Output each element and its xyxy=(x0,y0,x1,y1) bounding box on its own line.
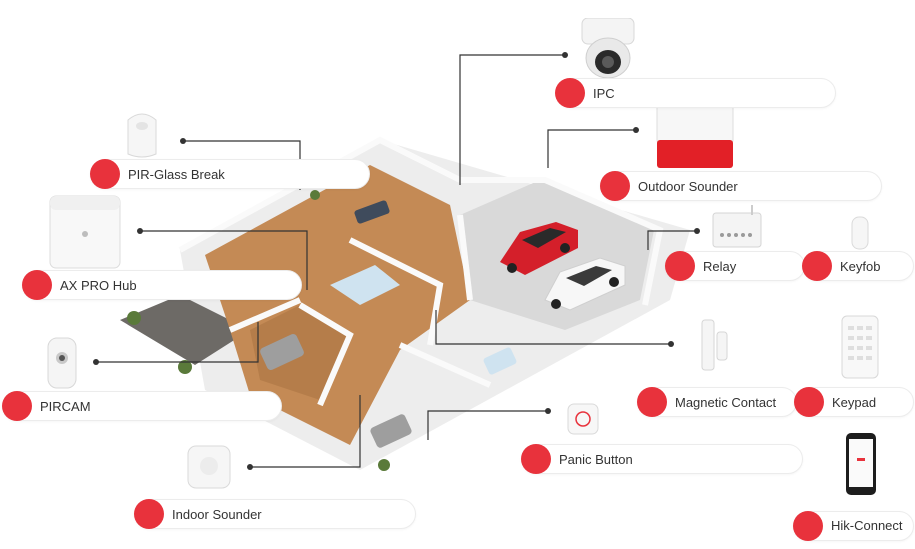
outdoor-sounder-label: Outdoor Sounder xyxy=(638,179,738,194)
plant-2 xyxy=(178,360,192,374)
relay-device xyxy=(712,205,762,248)
outdoor-sounder-marker-dot xyxy=(600,171,630,201)
bath-tub xyxy=(330,265,400,305)
sofa xyxy=(354,200,390,224)
pir-glass-break-marker-dot xyxy=(90,159,120,189)
walls xyxy=(178,136,664,407)
dome-camera-device xyxy=(581,18,635,79)
connector-dots xyxy=(93,52,700,470)
indoor-sounder-label: Indoor Sounder xyxy=(172,507,262,522)
magnetic-contact-marker-dot xyxy=(637,387,667,417)
ipc-marker-dot xyxy=(555,78,585,108)
smartphone-device xyxy=(846,433,876,495)
bed-2 xyxy=(370,414,412,448)
ax-pro-hub-label: AX PRO Hub xyxy=(60,278,137,293)
indoor-sounder-device xyxy=(187,445,231,489)
panic-button-marker-dot xyxy=(521,444,551,474)
pir-glass-break-label: PIR-Glass Break xyxy=(128,167,225,182)
pir-glass-break-label-pill xyxy=(90,159,370,189)
relay-label: Relay xyxy=(703,259,737,274)
patio xyxy=(120,295,250,365)
pircam-label-pill xyxy=(2,391,282,421)
plant-4 xyxy=(310,190,320,200)
plant-1 xyxy=(127,311,141,325)
keypad-marker-dot xyxy=(794,387,824,417)
bed-3 xyxy=(483,347,517,375)
magnetic-contact-label: Magnetic Contact xyxy=(675,395,777,410)
outdoor-sounder-label-pill xyxy=(600,171,882,201)
panic-button-label: Panic Button xyxy=(559,452,633,467)
ipc-label: IPC xyxy=(593,86,615,101)
pircam-marker-dot xyxy=(2,391,32,421)
keyfob-marker-dot xyxy=(802,251,832,281)
ax-pro-hub-label-pill xyxy=(22,270,302,300)
ipc-label-pill xyxy=(556,78,836,108)
ax-pro-hub-marker-dot xyxy=(22,270,52,300)
pircam-label: PIRCAM xyxy=(40,399,91,414)
ax-pro-hub-device xyxy=(49,195,121,269)
magnetic-contact-device xyxy=(701,319,728,371)
hik-connect-marker-dot xyxy=(793,511,823,541)
keypad-device xyxy=(841,315,879,379)
keyfob-label: Keyfob xyxy=(840,259,881,274)
panic-button-device xyxy=(567,403,599,435)
plant-3 xyxy=(378,459,390,471)
keypad-label: Keypad xyxy=(832,395,877,410)
pir-glass-break-device xyxy=(127,113,157,158)
panic-button-label-pill xyxy=(521,444,803,474)
red-car xyxy=(500,222,578,275)
relay-marker-dot xyxy=(665,251,695,281)
indoor-sounder-marker-dot xyxy=(134,499,164,529)
white-car xyxy=(544,257,626,311)
bed-1 xyxy=(260,333,304,371)
keyfob-device xyxy=(851,216,869,250)
indoor-sounder-label-pill xyxy=(134,499,416,529)
hik-connect-label: Hik-Connect xyxy=(831,518,903,533)
pircam-device xyxy=(47,337,77,389)
